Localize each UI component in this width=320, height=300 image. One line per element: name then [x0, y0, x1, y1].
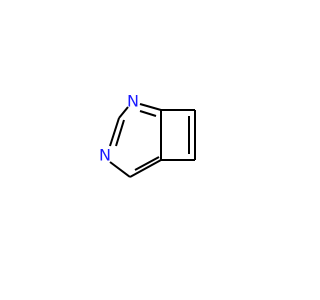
atom-n3-label: N	[99, 146, 111, 165]
bond-c4-c5	[129, 159, 162, 178]
atom-n1-label: N	[127, 92, 139, 111]
bond-c6-n1-double	[139, 110, 157, 117]
bond-c6-n1	[139, 103, 162, 111]
atom-n1: N	[127, 92, 139, 111]
bond-n3-c4	[109, 161, 131, 178]
bond-c4-c5-double	[134, 156, 160, 171]
molecule-diagram: N N	[99, 92, 196, 178]
bond-c2-n3	[109, 117, 120, 147]
atom-n3: N	[99, 146, 111, 165]
bond-c2-n3-double	[115, 119, 125, 147]
bond-n1-c2	[118, 106, 129, 119]
